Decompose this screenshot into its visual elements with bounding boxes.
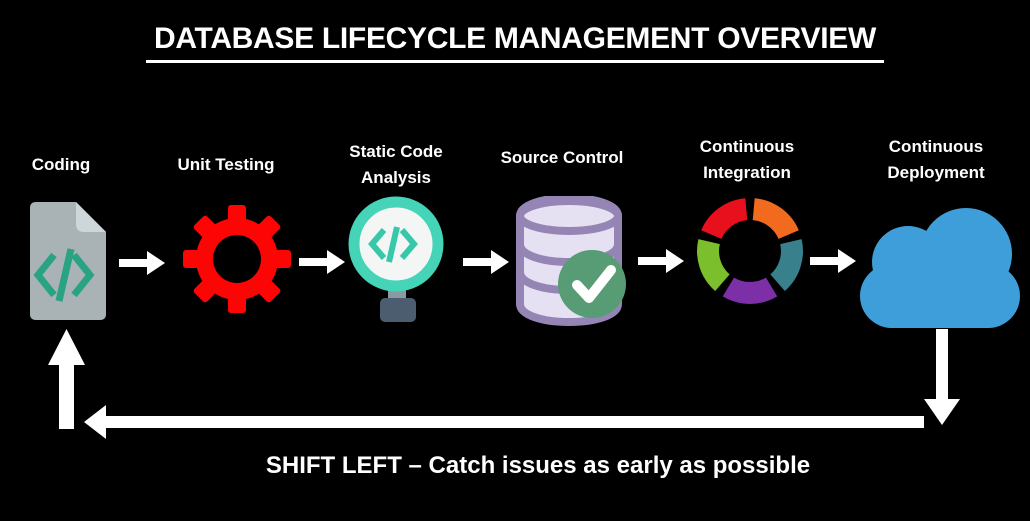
stage-label-continuous-integration: Continuous Integration	[699, 137, 795, 182]
gear-hole	[213, 235, 261, 283]
stage-label-source-control: Source Control	[500, 148, 624, 167]
flow-arrow-icon	[810, 249, 856, 273]
down-arrow-shape	[924, 329, 960, 425]
stage-label-continuous-deployment: Continuous Deployment	[887, 137, 985, 182]
flow-arrow-icon	[299, 250, 345, 274]
shift-left-caption: SHIFT LEFT – Catch issues as early as po…	[265, 452, 811, 479]
feedback-down-arrow-icon	[924, 329, 960, 425]
feedback-up-arrow-icon	[48, 329, 85, 429]
ring-segment-purple	[722, 277, 778, 304]
database-check-icon	[516, 196, 626, 326]
right-arrow-shape	[119, 251, 165, 275]
segmented-ring-icon	[697, 198, 803, 304]
title-wrap: DATABASE LIFECYCLE MANAGEMENT OVERVIEW	[0, 22, 1030, 63]
ring-segment-teal	[769, 239, 803, 291]
ring-segment-green	[697, 239, 731, 291]
right-arrow-shape	[299, 250, 345, 274]
right-arrow-shape	[463, 250, 509, 274]
page-title: DATABASE LIFECYCLE MANAGEMENT OVERVIEW	[146, 22, 884, 63]
right-arrow-shape	[810, 249, 856, 273]
ring-segments	[697, 198, 803, 304]
stage-label-static-code-analysis: Static Code Analysis	[349, 142, 443, 187]
code-magnifier-icon	[348, 196, 444, 322]
cloud-icon	[860, 208, 1020, 328]
ring-segment-red	[701, 198, 748, 240]
database-top	[516, 197, 622, 235]
right-arrow-shape	[638, 249, 684, 273]
gear-icon	[183, 205, 291, 313]
magnifier-handle	[380, 298, 416, 322]
check-mark	[572, 265, 616, 303]
check-circle	[558, 250, 626, 318]
code-document-icon	[30, 202, 106, 320]
cloud-body	[860, 208, 1020, 328]
lens-code-glyph	[368, 226, 418, 263]
stage-label-unit-testing: Unit Testing	[177, 155, 275, 174]
flow-arrow-icon	[638, 249, 684, 273]
stage-label-coding: Coding	[31, 155, 91, 174]
code-brackets-glyph	[33, 248, 95, 302]
flow-arrow-icon	[119, 251, 165, 275]
flow-arrow-icon	[463, 250, 509, 274]
up-arrow-shape	[48, 329, 85, 429]
left-arrow-shape	[84, 405, 924, 439]
feedback-left-arrow-icon	[84, 405, 924, 439]
ring-segment-orange	[752, 198, 799, 240]
document-fold	[76, 202, 106, 232]
